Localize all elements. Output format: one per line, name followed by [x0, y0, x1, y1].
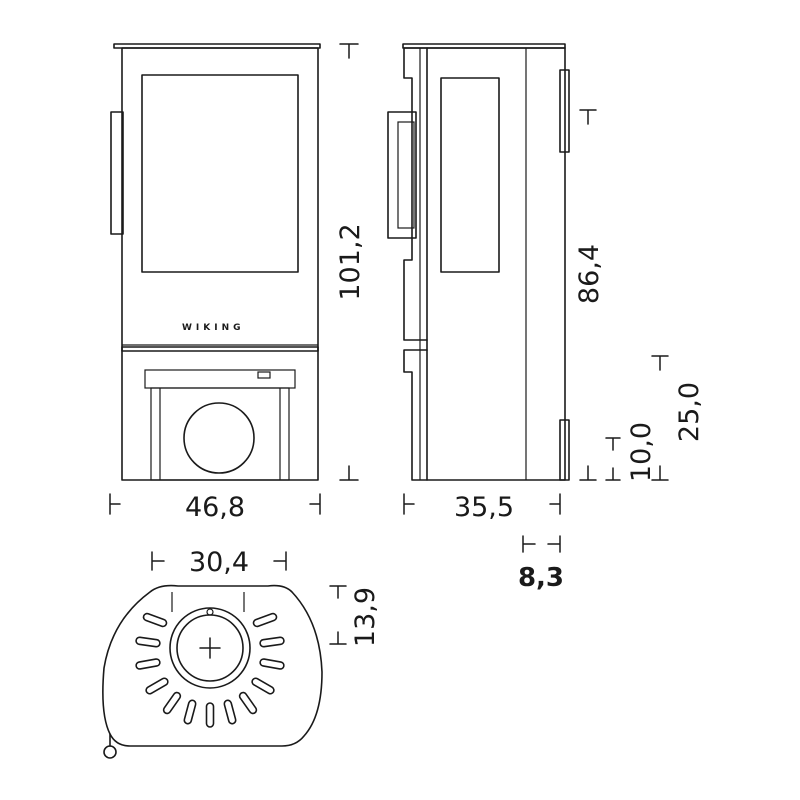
side-window [440, 77, 500, 273]
dim-top-depth: 13,9 [329, 585, 381, 647]
dim-side-depth: 35,5 [403, 492, 561, 523]
side-rear-flue-bottom [559, 419, 570, 481]
side-body [426, 47, 566, 481]
dim-front-height-label: 101,2 [335, 223, 366, 300]
brand-logo: WIKING [182, 323, 245, 333]
dim-side-height-base: 10,0 [605, 422, 657, 482]
dim-side-height-low: 25,0 [651, 355, 705, 481]
top-handle-knob-icon [103, 745, 117, 759]
dim-side-height-low-label: 25,0 [674, 382, 705, 442]
front-door-handle [110, 111, 124, 235]
dim-front-width: 46,8 [109, 492, 321, 523]
side-view [387, 43, 570, 481]
dim-side-height-label: 86,4 [574, 244, 605, 304]
dim-top-width: 30,4 [151, 547, 287, 578]
top-plate-outline [102, 584, 323, 747]
front-glass [141, 74, 299, 273]
front-view: WIKING [110, 43, 321, 481]
dim-front-height: 101,2 [335, 43, 366, 481]
dim-top-depth-label: 13,9 [350, 587, 381, 647]
side-door-handle [387, 111, 417, 239]
dim-side-height: 86,4 [574, 109, 605, 481]
dim-side-depth-label: 35,5 [454, 492, 514, 523]
dim-side-height-base-label: 10,0 [626, 422, 657, 482]
top-center-mark-icon [199, 637, 221, 659]
top-view [102, 584, 323, 759]
dim-top-width-label: 30,4 [189, 547, 249, 578]
top-flue-ring [169, 607, 251, 689]
front-shelf [121, 346, 319, 352]
side-rear-flue-top [559, 69, 570, 153]
dim-front-width-label: 46,8 [185, 492, 245, 523]
dim-side-offset: 8,3 [518, 535, 564, 593]
top-vent-slots [135, 612, 285, 728]
front-air-outlet [183, 402, 255, 474]
dim-side-offset-label: 8,3 [518, 563, 564, 593]
